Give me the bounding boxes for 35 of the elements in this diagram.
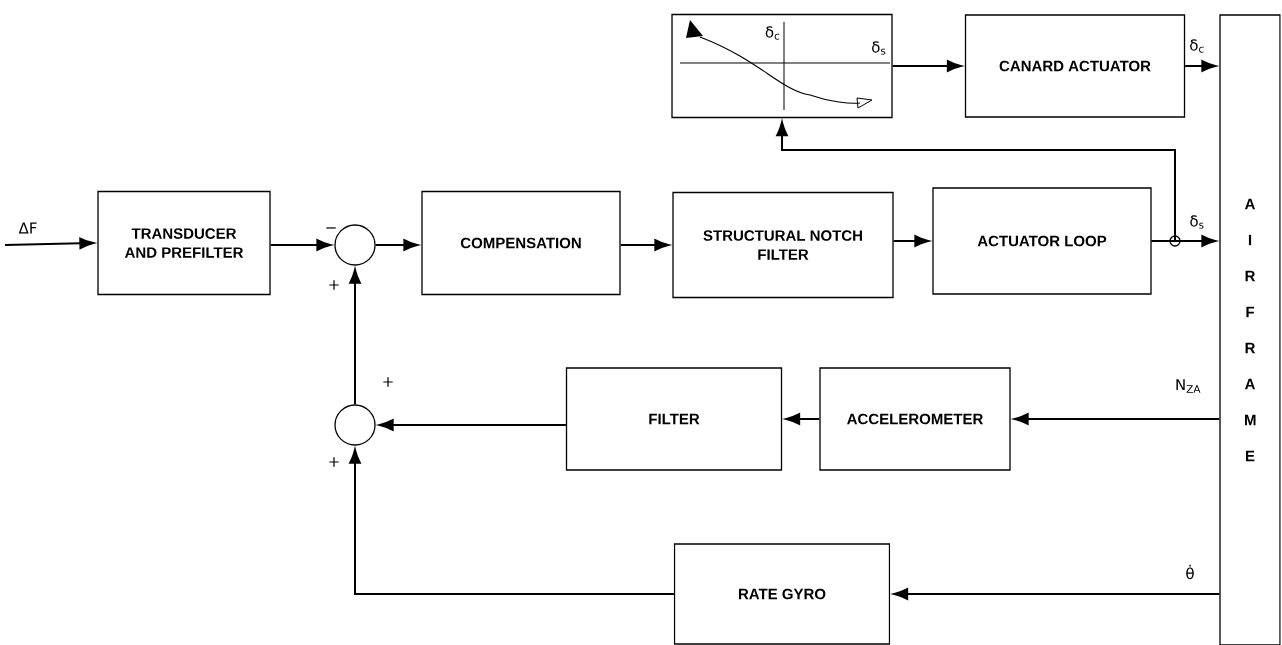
block-box: FILTER <box>565 367 783 471</box>
arrow <box>892 235 930 247</box>
block-box: TRANSDUCER AND PREFILTER <box>97 190 271 296</box>
edge-label: + <box>380 376 396 388</box>
arrow <box>378 419 567 431</box>
edge-label: δ$_{s}$ <box>1188 214 1206 230</box>
arrow <box>269 239 332 251</box>
edge-label: θ̇ <box>1184 563 1196 581</box>
arrow <box>349 268 361 406</box>
arrow <box>776 121 1176 242</box>
block-box: RATE GYRO <box>673 543 891 645</box>
arrow <box>374 239 419 251</box>
airframe-block: A I R F R A M E <box>1219 14 1281 645</box>
edge-label: + <box>326 279 342 291</box>
edge-label: N$_{ZA}$ <box>1173 378 1203 394</box>
arrow <box>1184 60 1217 72</box>
edge-label: ΔF <box>17 221 39 235</box>
block-box: CANARD ACTUATOR <box>964 14 1186 118</box>
arrow <box>785 413 821 425</box>
arrow <box>1013 413 1221 425</box>
arrow <box>4 237 95 250</box>
block-box: ACCELEROMETER <box>819 367 1011 471</box>
block-box: STRUCTURAL NOTCH FILTER <box>672 191 894 299</box>
edge-label: δ$_{c}$ <box>1188 38 1206 54</box>
block-box: ACTUATOR LOOP <box>932 187 1152 295</box>
arrow <box>619 239 670 251</box>
summing-junction <box>334 224 376 266</box>
characteristic-curve-drawing: δ$_{c}$ δ$_{s}$ <box>671 13 893 119</box>
edge-label: + <box>326 456 342 468</box>
summing-junction <box>334 404 376 446</box>
arrow <box>891 60 962 72</box>
block-box: COMPENSATION <box>421 190 621 296</box>
arrow <box>349 448 675 595</box>
edge-label: − <box>323 226 339 234</box>
arrow <box>893 588 1221 600</box>
